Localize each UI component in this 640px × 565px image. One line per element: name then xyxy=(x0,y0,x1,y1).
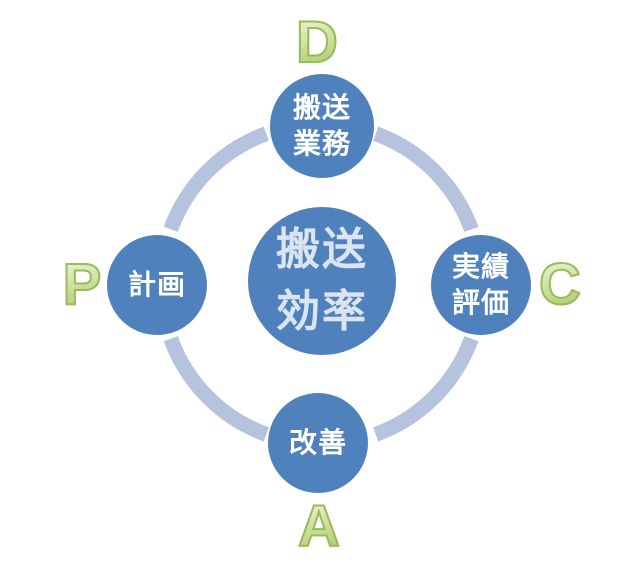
letter-d: D xyxy=(295,10,339,75)
do-label-line2: 業務 xyxy=(292,128,351,159)
plan-label: 計画 xyxy=(127,269,186,300)
do-label-line1: 搬送 xyxy=(292,92,351,123)
center-label-line1: 搬送 xyxy=(276,225,368,274)
letter-c: C xyxy=(538,252,582,317)
ring-arc-top-right xyxy=(373,126,479,232)
check-label-line1: 実績 xyxy=(451,251,510,282)
letter-p: P xyxy=(62,252,103,317)
plan-circle: 計画 xyxy=(107,235,207,335)
act-circle: 改善 xyxy=(268,393,368,493)
check-circle: 実績 評価 xyxy=(431,235,531,335)
check-label-line2: 評価 xyxy=(451,287,510,318)
act-label: 改善 xyxy=(288,427,347,458)
ring-arc-bottom-left xyxy=(163,336,269,442)
center-circle: 搬送 効率 xyxy=(248,207,396,355)
ring-arc-top-left xyxy=(163,126,269,232)
do-circle: 搬送 業務 xyxy=(270,74,374,178)
letter-a: A xyxy=(297,494,341,559)
center-label-line2: 効率 xyxy=(276,287,368,336)
ring-arc-bottom-right xyxy=(373,336,479,442)
